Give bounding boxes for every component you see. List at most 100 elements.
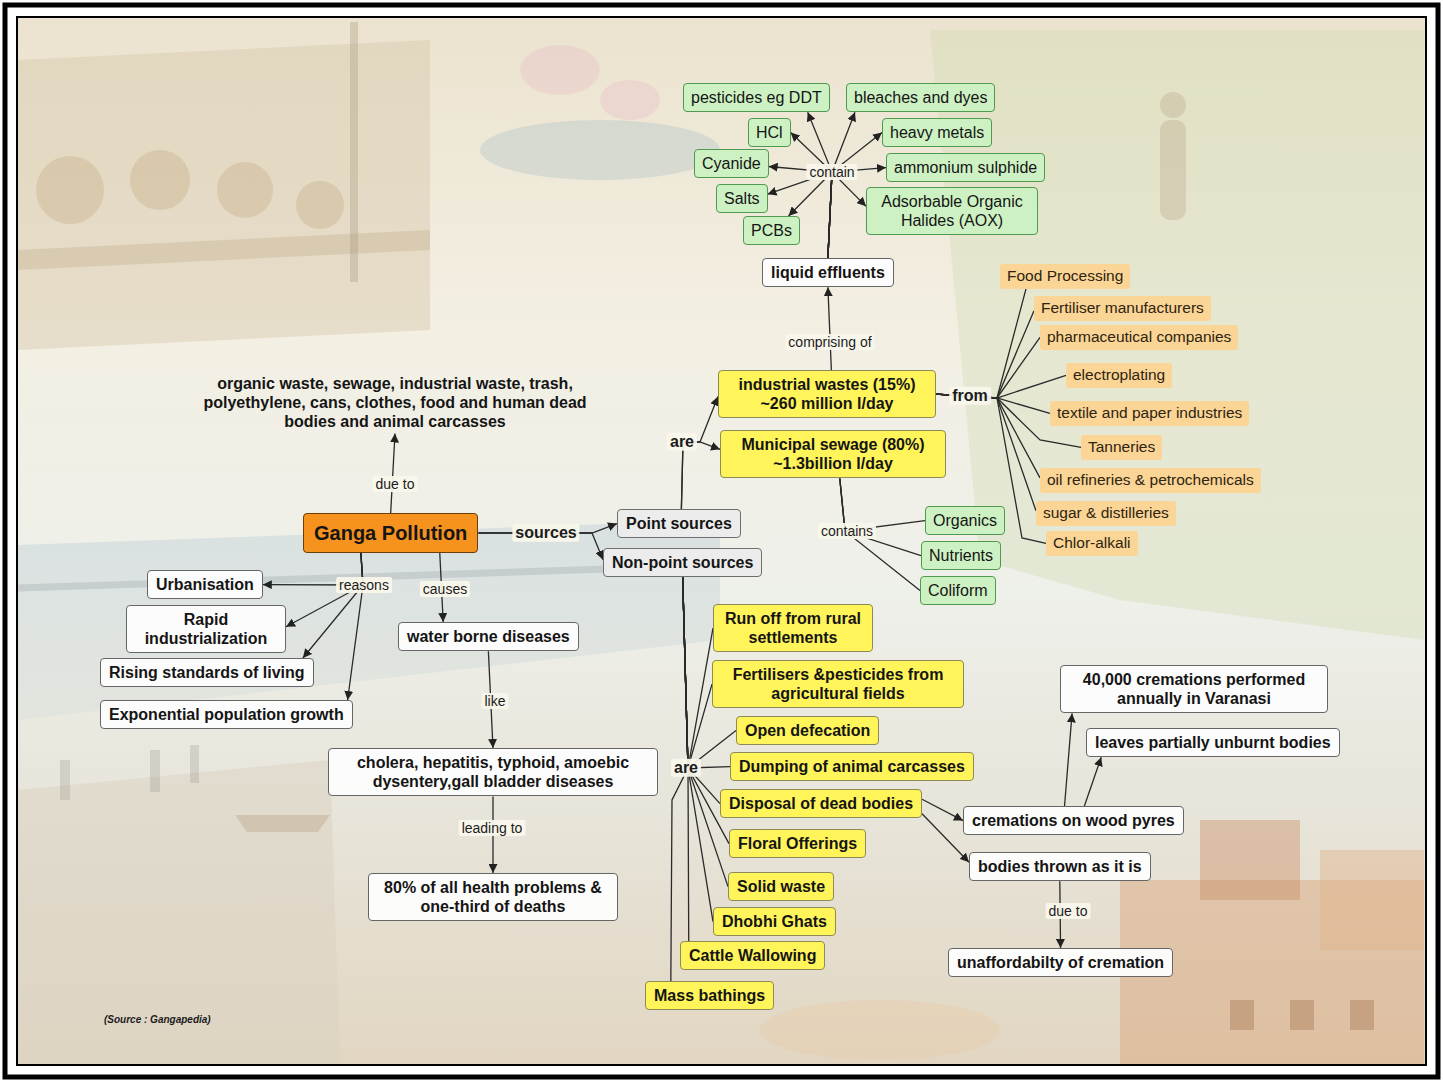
industry-tag: textile and paper industries [1050, 401, 1249, 426]
industry-tag: Chlor-alkali [1046, 531, 1138, 556]
node-text: Fertiliser manufacturers [1041, 299, 1204, 318]
connector [922, 799, 963, 820]
source-type-box: Point sources [617, 509, 741, 538]
node-text: Organics [933, 511, 997, 530]
edge-label: like [481, 693, 508, 709]
node-text: bleaches and dyes [854, 88, 987, 107]
connector [671, 577, 688, 981]
source-box: Solid waste [728, 872, 834, 901]
photo-ground [18, 18, 1425, 1064]
industry-tag: pharmaceutical companies [1040, 325, 1238, 350]
node-text: Fertilisers &pesticides from agricultura… [721, 665, 955, 703]
concept-box: Exponential population growth [100, 700, 353, 729]
node-text: pharmaceutical companies [1047, 328, 1231, 347]
pollutant-box: pesticides eg DDT [683, 83, 830, 112]
node-text: Cattle Wallowing [689, 946, 816, 965]
pollutant-box: bleaches and dyes [846, 83, 995, 112]
node-text: Municipal sewage (80%) ~1.3billion l/day [729, 435, 937, 473]
node-text: oil refineries & petrochemicals [1047, 471, 1254, 490]
pole [350, 22, 358, 282]
edge-label: due to [373, 476, 418, 492]
node-text: Solid waste [737, 877, 825, 896]
pot [217, 162, 273, 218]
person-head [1160, 92, 1186, 118]
pollutant-box: Organics [925, 506, 1005, 535]
edge-label: leading to [459, 820, 526, 836]
connector [1084, 757, 1101, 806]
person [1160, 120, 1186, 220]
edge-label: causes [420, 581, 470, 597]
node-text: sugar & distilleries [1043, 504, 1169, 523]
pot [130, 150, 190, 210]
node-text: Salts [724, 189, 760, 208]
edge-label: contains [818, 523, 876, 539]
connector [936, 289, 1026, 398]
node-text: Food Processing [1007, 267, 1123, 286]
bather [520, 45, 600, 95]
source-box: Run off from rural settlements [713, 604, 873, 652]
person [150, 750, 160, 792]
node-text: Dumping of animal carcasses [739, 757, 965, 776]
concept-box: leaves partially unburnt bodies [1086, 728, 1340, 757]
connector [1059, 881, 1061, 948]
bather [600, 80, 660, 120]
outer-frame [5, 5, 1438, 1077]
industry-tag: electroplating [1066, 363, 1172, 388]
edge-label: comprising of [785, 334, 874, 350]
inner-frame [17, 17, 1426, 1065]
node-text: Floral Offerings [738, 834, 857, 853]
edge-label: sources [512, 524, 579, 542]
node-text: organic waste, sewage, industrial waste,… [194, 374, 596, 432]
connector [440, 553, 443, 622]
ghat-building [18, 40, 430, 350]
concept-box: unaffordabilty of cremation [948, 948, 1173, 977]
node-text: industrial wastes (15%) ~260 million l/d… [727, 375, 927, 413]
node-text: Exponential population growth [109, 705, 344, 724]
node-text: Non-point sources [612, 553, 753, 572]
connector [348, 553, 363, 700]
industry-tag: Fertiliser manufacturers [1034, 296, 1211, 321]
pollutant-box: Salts [716, 184, 768, 213]
source-box: Cattle Wallowing [680, 941, 825, 970]
ghat-steps [18, 760, 340, 1064]
connector [789, 172, 832, 258]
industry-tag: Tanneries [1081, 435, 1162, 460]
node-text: Run off from rural settlements [722, 609, 864, 647]
concept-box: bodies thrown as it is [969, 852, 1151, 881]
pollutant-box: Adsorbable Organic Halides (AOX) [866, 187, 1038, 235]
node-text: Tanneries [1088, 438, 1155, 457]
node-text: leaves partially unburnt bodies [1095, 733, 1331, 752]
source-box: Municipal sewage (80%) ~1.3billion l/day [720, 430, 946, 478]
concept-box: liquid effluents [762, 258, 894, 287]
node-text: HCl [756, 123, 783, 142]
boat [235, 815, 330, 832]
node-text: cremations on wood pyres [972, 811, 1175, 830]
building [1200, 820, 1300, 900]
connector [681, 442, 720, 509]
node-text: Adsorbable Organic Halides (AOX) [874, 192, 1030, 230]
ghat-step [18, 230, 430, 270]
pollutant-box: Coliform [920, 576, 996, 605]
connector [263, 553, 363, 585]
connector [391, 434, 395, 513]
connector [936, 311, 1034, 398]
concept-box: 40,000 cremations performed annually in … [1060, 665, 1328, 713]
edge-label: contain [806, 164, 857, 180]
node-text: heavy metals [890, 123, 984, 142]
source-box: Disposal of dead bodies [720, 789, 922, 818]
concept-box: Rising standards of living [100, 658, 314, 687]
node-text: PCBs [751, 221, 792, 240]
person [60, 760, 70, 800]
pollutant-box: PCBs [743, 216, 800, 245]
edge-label: from [949, 387, 991, 405]
node-text: bodies thrown as it is [978, 857, 1142, 876]
industry-tag: oil refineries & petrochemicals [1040, 468, 1261, 493]
connector [840, 478, 921, 555]
connector [936, 375, 1066, 398]
pollutant-box: HCl [748, 118, 791, 147]
connector [681, 397, 718, 509]
pollutant-box: ammonium sulphide [886, 153, 1045, 182]
source-note: (Source : Gangapedia) [104, 1014, 211, 1025]
